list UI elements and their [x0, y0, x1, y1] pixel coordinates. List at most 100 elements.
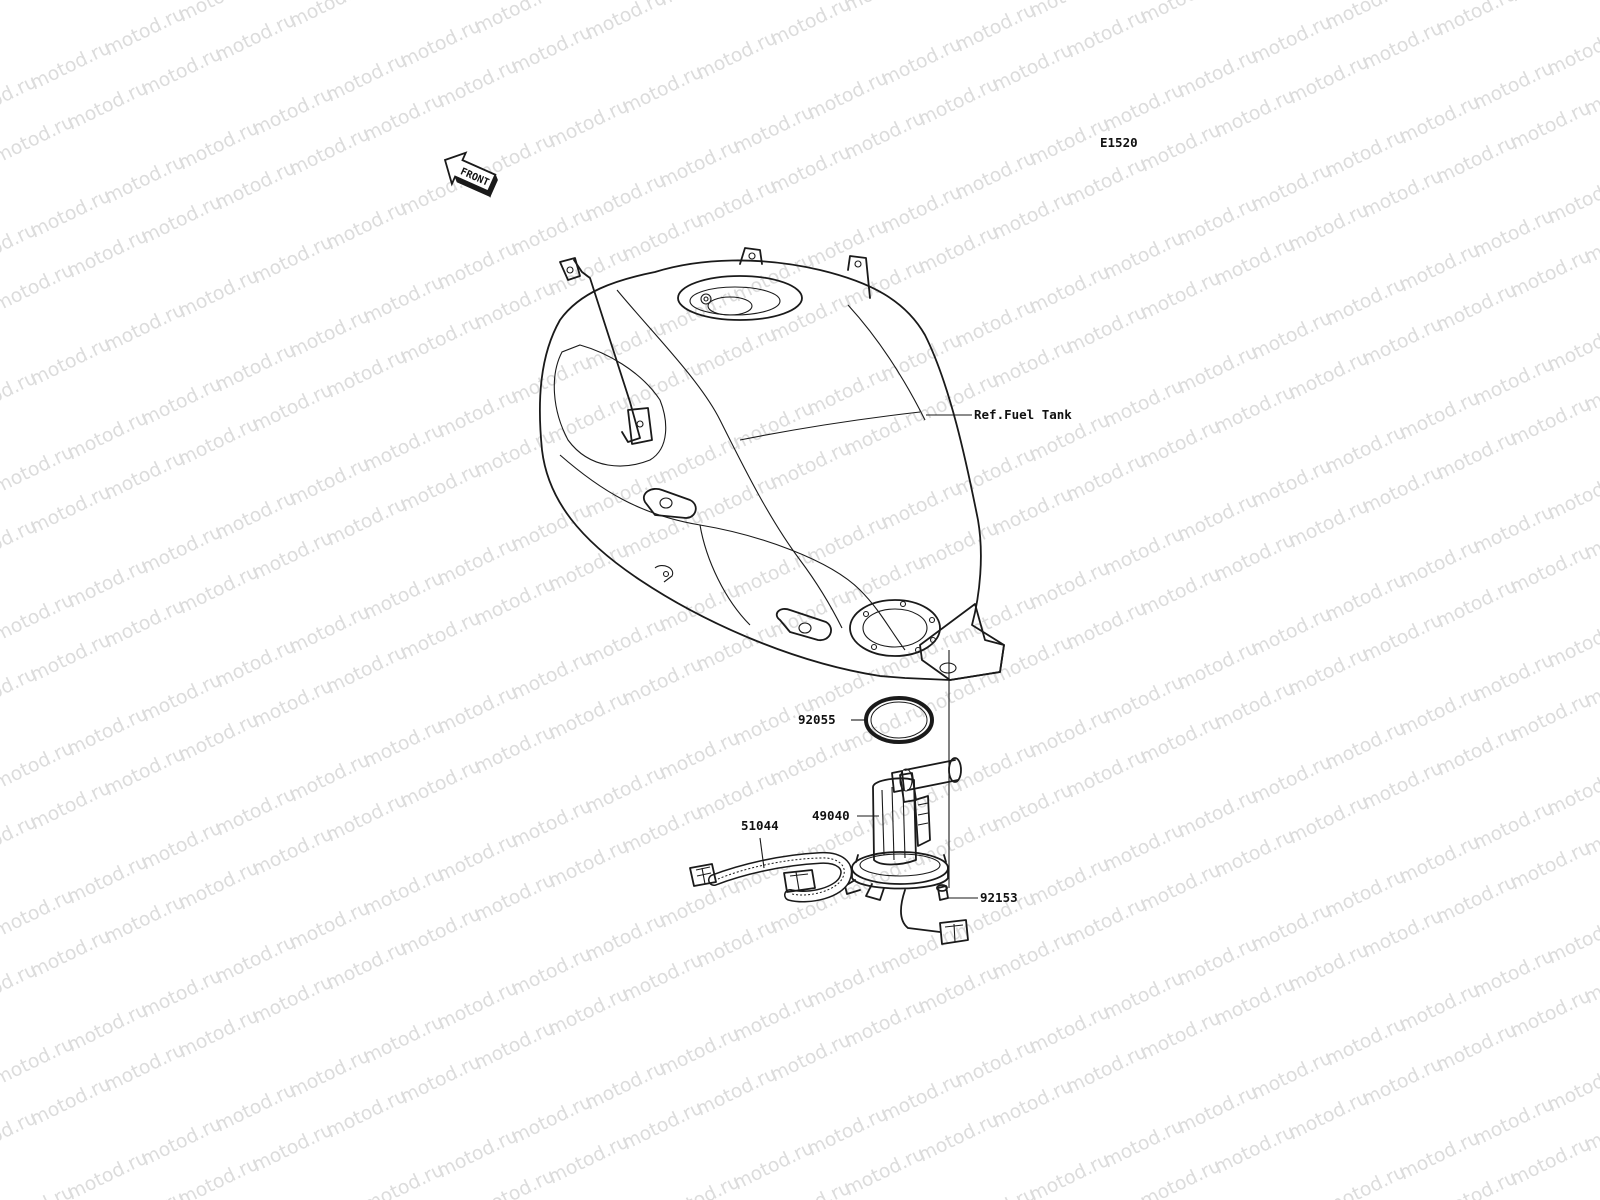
watermark-text: motod.ru [212, 157, 300, 215]
watermark-text: motod.ru [582, 169, 670, 227]
watermark-text: motod.ru [1100, 375, 1188, 433]
watermark-text: motod.ru [1470, 1093, 1558, 1151]
watermark-text: motod.ru [1063, 301, 1151, 359]
watermark-text: motod.ru [249, 83, 337, 141]
watermark-text: motod.ru [804, 67, 892, 125]
watermark-text: motod.ru [1359, 1053, 1447, 1111]
watermark-text: motod.ru [1507, 0, 1595, 6]
watermark-text: motod.ru [656, 283, 744, 341]
watermark-text: motod.ru [1063, 893, 1151, 951]
front-arrow-icon: FRONT [443, 151, 498, 198]
watermark-text: motod.ru [1137, 1007, 1225, 1065]
watermark-text: motod.ru [1026, 0, 1114, 22]
watermark-text: motod.ru [27, 185, 115, 243]
watermark-text: motod.ru [804, 955, 892, 1013]
watermark-text: motod.ru [545, 539, 633, 597]
watermark-text: motod.ru [1433, 279, 1521, 337]
watermark-text: motod.ru [323, 345, 411, 403]
watermark-text: motod.ru [212, 339, 300, 397]
watermark-text: motod.ru [1063, 1041, 1151, 1099]
watermark-text: motod.ru [1544, 911, 1600, 969]
watermark-text: motod.ru [693, 619, 781, 677]
watermark-text: motod.ru [138, 43, 226, 101]
watermark-text: motod.ru [434, 829, 522, 887]
harness-drawing [689, 851, 853, 903]
watermark-text: motod.ru [730, 1137, 818, 1195]
watermark-text: motod.ru [138, 521, 226, 579]
watermark-text: motod.ru [1359, 905, 1447, 963]
watermark-text: motod.ru [1063, 153, 1151, 211]
watermark-text: motod.ru [730, 397, 818, 455]
watermark-text: motod.ru [1211, 973, 1299, 1031]
watermark-text: motod.ru [508, 499, 596, 557]
watermark-text: motod.ru [841, 995, 929, 1053]
watermark-text: motod.ru [767, 733, 855, 791]
watermark-text: motod.ru [952, 295, 1040, 353]
watermark-text: motod.ru [138, 1113, 226, 1171]
watermark-text: motod.ru [952, 1183, 1040, 1200]
watermark-text: motod.ru [471, 573, 559, 631]
watermark-text: motod.ru [1248, 751, 1336, 809]
watermark-text: motod.ru [804, 215, 892, 273]
watermark-text: motod.ru [1544, 23, 1600, 81]
watermark-text: motod.ru [804, 363, 892, 421]
watermark-text: motod.ru [1507, 689, 1595, 747]
watermark-text: motod.ru [1248, 899, 1336, 957]
watermark-text: motod.ru [397, 607, 485, 665]
watermark-text: motod.ru [1470, 205, 1558, 263]
watermark-text: motod.ru [878, 33, 966, 91]
watermark-text: motod.ru [323, 1085, 411, 1143]
watermark-text: motod.ru [1248, 159, 1336, 217]
watermark-text: motod.ru [989, 39, 1077, 97]
watermark-text: motod.ru [101, 595, 189, 653]
watermark-text: motod.ru [27, 37, 115, 95]
watermark-text: motod.ru [1285, 51, 1373, 109]
watermark-text: motod.ru [434, 1125, 522, 1183]
watermark-text: motod.ru [360, 419, 448, 477]
watermark-text: motod.ru [1285, 199, 1373, 257]
watermark-text: motod.ru [952, 147, 1040, 205]
watermark-text: motod.ru [434, 55, 522, 113]
watermark-text: motod.ru [545, 95, 633, 153]
watermark-text: motod.ru [1433, 131, 1521, 189]
label-fuel-pump: 49040 [812, 808, 850, 823]
watermark-text: motod.ru [249, 971, 337, 1029]
watermark-text: motod.ru [434, 533, 522, 591]
watermark-text: motod.ru [471, 1017, 559, 1075]
fuel-pump-drawing [844, 757, 969, 945]
watermark-text: motod.ru [989, 927, 1077, 985]
watermark-text: motod.ru [434, 977, 522, 1035]
watermark-text: motod.ru [730, 545, 818, 603]
watermark-text: motod.ru [508, 1091, 596, 1149]
watermark-text: motod.ru [1470, 945, 1558, 1003]
watermark-text: motod.ru [1359, 17, 1447, 75]
watermark-text: motod.ru [693, 1063, 781, 1121]
watermark-text: motod.ru [27, 1073, 115, 1131]
watermark-text: motod.ru [1544, 171, 1600, 229]
watermark-text: motod.ru [582, 0, 670, 44]
watermark-text: motod.ru [841, 0, 929, 16]
watermark-text: motod.ru [323, 197, 411, 255]
watermark-text: motod.ru [175, 561, 263, 619]
watermark-text: motod.ru [1396, 831, 1484, 889]
watermark-text: motod.ru [1396, 387, 1484, 445]
watermark-text: motod.ru [582, 909, 670, 967]
watermark-text: motod.ru [1174, 489, 1262, 547]
watermark-text: motod.ru [212, 783, 300, 841]
label-harness: 51044 [741, 818, 779, 833]
watermark-text: motod.ru [1100, 227, 1188, 285]
watermark-text: motod.ru [545, 687, 633, 745]
watermark-text: motod.ru [249, 231, 337, 289]
watermark-text: motod.ru [1507, 541, 1595, 599]
watermark-text: motod.ru [175, 0, 263, 26]
watermark-text: motod.ru [1396, 91, 1484, 149]
watermark-text: motod.ru [767, 437, 855, 495]
watermark-text: motod.ru [1359, 313, 1447, 371]
watermark-text: motod.ru [545, 983, 633, 1041]
watermark-text: motod.ru [1248, 11, 1336, 69]
watermark-text: motod.ru [841, 699, 929, 757]
watermark-text: motod.ru [397, 755, 485, 813]
watermark-text: motod.ru [878, 477, 966, 535]
watermark-text: motod.ru [64, 999, 152, 1057]
watermark-text: motod.ru [64, 77, 152, 135]
